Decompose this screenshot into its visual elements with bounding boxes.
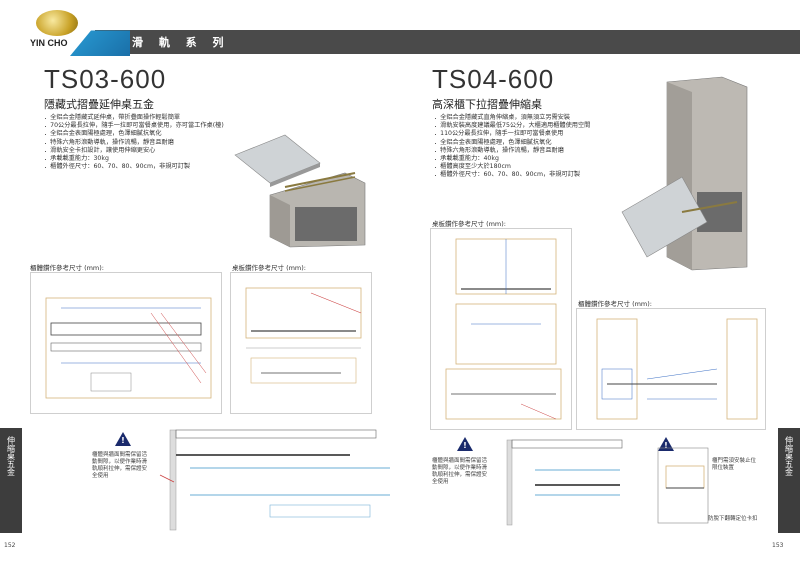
right-diagram1-drawing [445, 238, 562, 420]
left-diagram1-label: 櫃體鑽作參考尺寸 (mm): [30, 264, 104, 272]
right-diagram2-label: 櫃體鑽作參考尺寸 (mm): [578, 300, 652, 308]
right-feature: ．全鋁合金隱藏式直角伸縮桌，須無須立另需安裝 [434, 114, 571, 121]
left-diagram1 [30, 272, 222, 414]
right-feature: ．櫃體高度至少大於180cm [434, 163, 511, 171]
left-warning-icon [115, 432, 131, 446]
left-feature: ．全鋁合金隱藏式延伸桌，帶折疊面操作輕鬆簡單 [44, 114, 181, 121]
series-title: 滑 軌 系 列 [132, 36, 230, 49]
left-product-image [234, 134, 366, 248]
right-warning-icon-2 [658, 437, 674, 451]
left-feature: ．櫃體外徑尺寸：60、70、80、90cm，非規可訂製 [44, 163, 191, 171]
left-feature-list: ．全鋁合金隱藏式延伸桌，帶折疊面操作輕鬆簡單 ．70公分最長拉伸，隨手一拉即可當… [44, 114, 224, 171]
right-install-diagram [506, 439, 623, 526]
right-note-right-2: 防脫下翻轉定位卡扣 [708, 516, 758, 522]
right-feature-list: ．全鋁合金隱藏式直角伸縮桌，須無須立另需安裝 ．滑軌安裝高度建議最低75公分，大… [434, 114, 590, 180]
right-page-number: 153 [772, 542, 784, 549]
left-feature: ．承載載重能力：30kg [44, 155, 109, 163]
left-note: 櫃體與牆面間需保留活動間隙，以便作業時滑軌順利拉伸，需保證安全使用 [92, 452, 148, 479]
right-note-left: 櫃體與牆面間需保留活動間隙，以便作業時滑軌順利拉伸，需保證安全使用 [432, 458, 488, 485]
page-header: 滑 軌 系 列 YIN CHO [0, 0, 800, 56]
left-warning-mark: ! [121, 436, 125, 445]
right-diagram1 [430, 228, 572, 430]
right-feature: ．櫃體外徑尺寸：60、70、80、90cm，非規可訂製 [434, 171, 581, 179]
right-side-tab-text: 伸縮桌五金 [784, 436, 794, 476]
right-model-title: TS04-600 [432, 64, 555, 94]
right-warning-mark-2: ! [664, 441, 668, 450]
left-feature: ．特殊六角形滾動導軌，操作流暢，靜音且耐磨 [44, 138, 174, 146]
left-diagram1-drawing [45, 297, 212, 399]
left-model-title: TS03-600 [44, 64, 167, 94]
left-feature: ．滑軌安全卡扣設計，讓使用伸縮更安心 [44, 146, 156, 154]
right-feature: ．承載載重能力：40kg [434, 155, 499, 163]
right-diagram2-drawing [596, 318, 758, 420]
left-feature: ．全鋁合金表面陽極處理，色澤細膩抗氧化 [44, 130, 162, 138]
left-page-number: 152 [4, 542, 16, 549]
right-note-right: 櫃門需須安裝止位限位裝置 [712, 458, 757, 471]
left-subtitle: 隱藏式摺疊延伸桌五金 [44, 98, 154, 111]
logo-emblem-icon [36, 10, 78, 36]
right-side-tab: 伸縮桌五金 [778, 428, 800, 533]
left-install-diagram [159, 429, 390, 531]
right-diagram2 [576, 308, 766, 430]
right-diagram1-label: 桌板鑽作參考尺寸 (mm): [432, 220, 506, 228]
right-feature: ．滑軌安裝高度建議最低75公分，大櫃適用櫃體使用空間 [434, 122, 591, 130]
left-diagram2 [230, 272, 372, 414]
left-side-tab-text: 伸縮桌五金 [6, 436, 16, 476]
right-feature: ．特殊六角形滾動導軌，操作流暢，靜音且耐磨 [434, 146, 564, 154]
right-warning-mark: ! [463, 441, 467, 450]
left-diagram2-label: 桌板鑽作參考尺寸 (mm): [232, 264, 306, 272]
left-diagram2-drawing [245, 287, 362, 384]
left-feature: ．70公分最長拉伸，隨手一拉即可當餐桌使用，亦可當工作桌(檯) [44, 122, 224, 130]
header-band [95, 30, 800, 54]
right-cabinet-diagram [657, 447, 709, 524]
right-product-image [621, 76, 748, 271]
right-warning-icon [457, 437, 473, 451]
brand-name: YIN CHO [30, 38, 68, 48]
right-feature: ．全鋁合金表面陽極處理，色澤細膩抗氧化 [434, 138, 552, 146]
left-side-tab: 伸縮桌五金 [0, 428, 22, 533]
right-feature: ．110公分最長拉伸，隨手一拉即可當餐桌使用 [434, 130, 564, 138]
right-subtitle: 高深櫃下拉摺疊伸縮桌 [432, 98, 542, 111]
brand-logo: YIN CHO [30, 8, 90, 56]
